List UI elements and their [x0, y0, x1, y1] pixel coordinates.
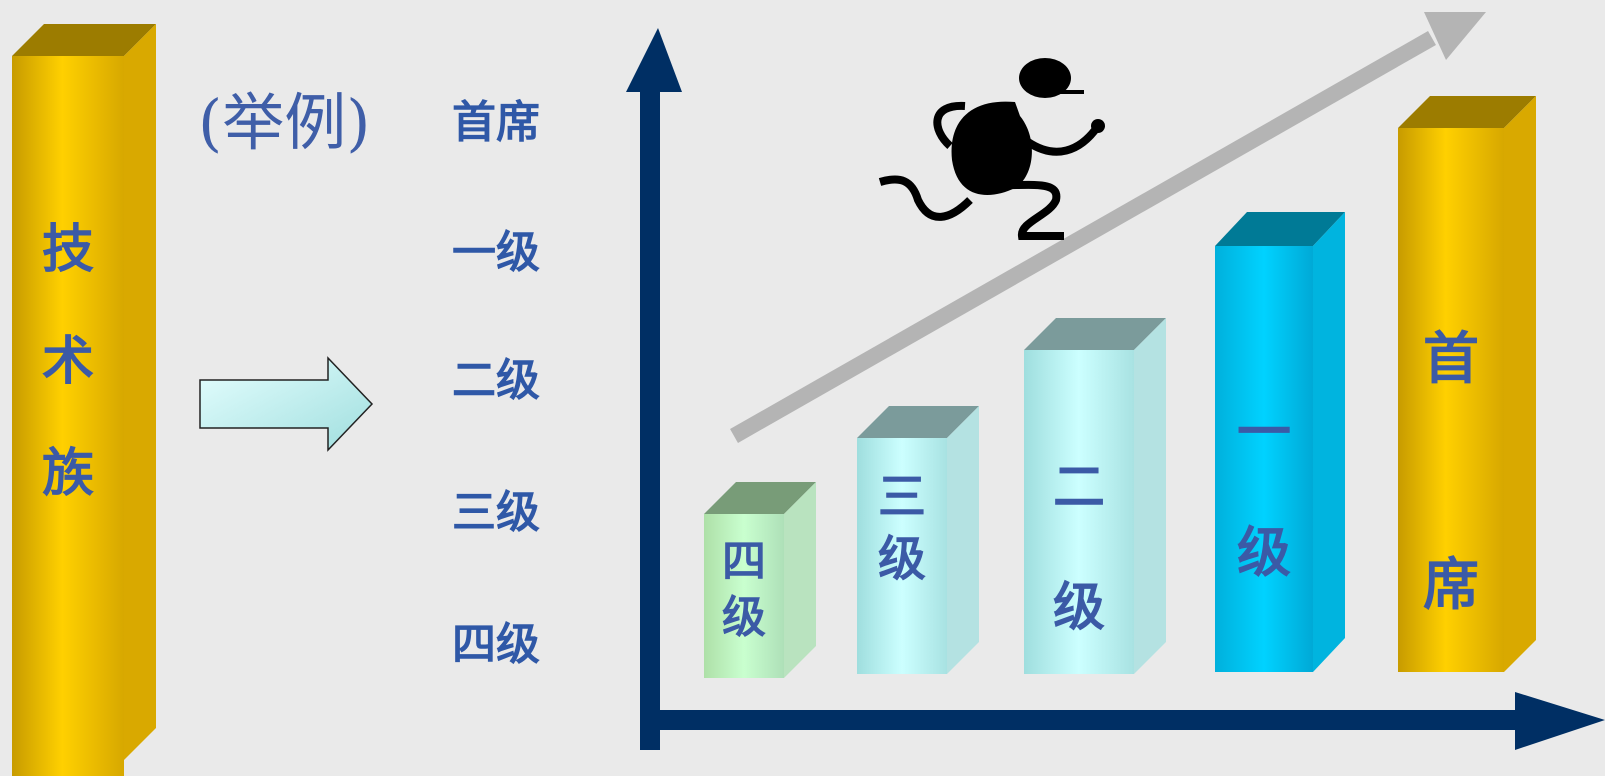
x-axis-line — [640, 710, 1540, 730]
y-axis-arrowhead-icon — [626, 28, 682, 92]
bar-char-2: 级 — [722, 592, 766, 643]
bar-shape — [857, 406, 979, 674]
x-axis-arrowhead-icon — [1515, 692, 1605, 750]
column-char-1: 技 — [41, 219, 94, 280]
bar-level4: 四 级 — [704, 482, 816, 678]
bar-char-1: 首 — [1423, 326, 1479, 392]
bar-char-1: 四 — [722, 536, 766, 587]
level-item-level3: 三级 — [452, 487, 540, 538]
trend-arrow-icon — [730, 12, 1486, 443]
gold-column-shape — [12, 24, 156, 776]
bar-level3: 三 级 — [857, 406, 979, 674]
bar-char-1: 三 — [877, 469, 926, 525]
y-axis-line — [640, 88, 660, 750]
level-item-level1: 一级 — [452, 227, 540, 278]
example-label: (举例) — [198, 86, 371, 159]
column-char-3: 族 — [41, 443, 94, 504]
bar-char-2: 级 — [877, 531, 926, 587]
technical-family-column: 技 术 族 — [12, 24, 156, 776]
running-person-icon — [878, 58, 1105, 240]
column-char-2: 术 — [41, 331, 94, 392]
bar-shape — [704, 482, 816, 678]
bar-char-2: 级 — [1237, 520, 1291, 584]
bar-shape — [1398, 96, 1536, 672]
bar-char-1: 一 — [1237, 400, 1291, 464]
level-item-chief: 首席 — [452, 97, 540, 148]
bar-level1: 一 级 — [1215, 212, 1345, 672]
bar-char-2: 席 — [1423, 552, 1479, 618]
bar-char-2: 级 — [1052, 577, 1105, 638]
bar-shape — [1215, 212, 1345, 672]
level-item-level4: 四级 — [452, 619, 540, 670]
level-item-level2: 二级 — [452, 355, 540, 406]
bar-level2: 二 级 — [1024, 318, 1166, 674]
right-arrow-icon — [199, 356, 374, 452]
bar-chief: 首 席 — [1398, 96, 1536, 672]
bar-shape — [1024, 318, 1166, 674]
bar-char-1: 二 — [1052, 457, 1105, 518]
axes — [626, 28, 1605, 750]
